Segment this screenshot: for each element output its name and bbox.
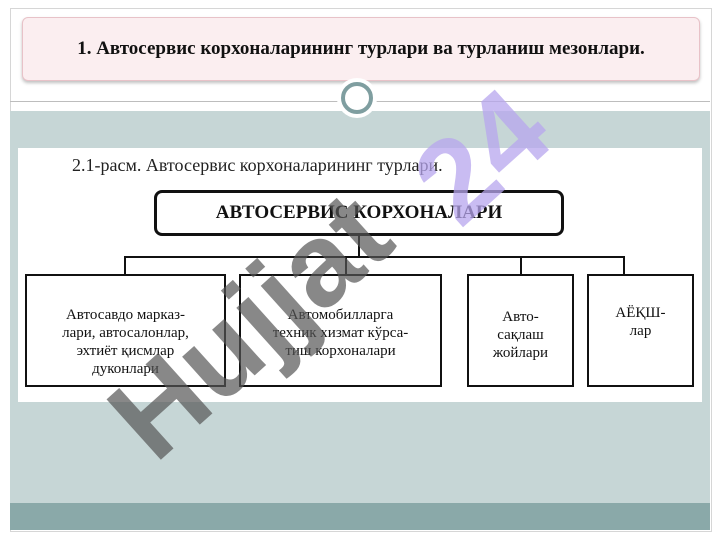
horizontal-bus-connector <box>124 256 625 258</box>
ring-ornament-icon <box>341 82 373 114</box>
child-connector-3 <box>520 256 522 274</box>
child-node-label: Авто- сақлаш жойлари <box>492 309 549 361</box>
root-node: АВТОСЕРВИС КОРХОНАЛАРИ <box>154 190 564 236</box>
root-node-label: АВТОСЕРВИС КОРХОНАЛАРИ <box>215 202 503 223</box>
root-stem-connector <box>358 236 360 257</box>
diagram-figure: 2.1-расм. Автосервис корхоналарининг тур… <box>18 148 702 402</box>
child-node-label: Автосавдо марказ- лари, автосалонлар, эх… <box>62 307 189 377</box>
child-connector-1 <box>124 256 126 274</box>
figure-caption: 2.1-расм. Автосервис корхоналарининг тур… <box>72 155 443 175</box>
title-banner: 1. Автосервис корхоналарининг турлари ва… <box>22 17 700 81</box>
child-node-label: АЁҚШ- лар <box>615 305 666 339</box>
child-connector-4 <box>623 256 625 274</box>
child-node-parking: Авто- сақлаш жойлари <box>467 274 574 387</box>
child-node-dealerships: Автосавдо марказ- лари, автосалонлар, эх… <box>25 274 226 387</box>
child-node-service-stations: Автомобилларга техник хизмат кўрса- тиш … <box>239 274 442 387</box>
child-connector-2 <box>345 256 347 274</box>
child-node-fuel-stations: АЁҚШ- лар <box>587 274 694 387</box>
slide-title: 1. Автосервис корхоналарининг турлари ва… <box>77 38 645 59</box>
footer-bar <box>10 503 710 530</box>
child-node-label: Автомобилларга техник хизмат кўрса- тиш … <box>272 307 409 359</box>
